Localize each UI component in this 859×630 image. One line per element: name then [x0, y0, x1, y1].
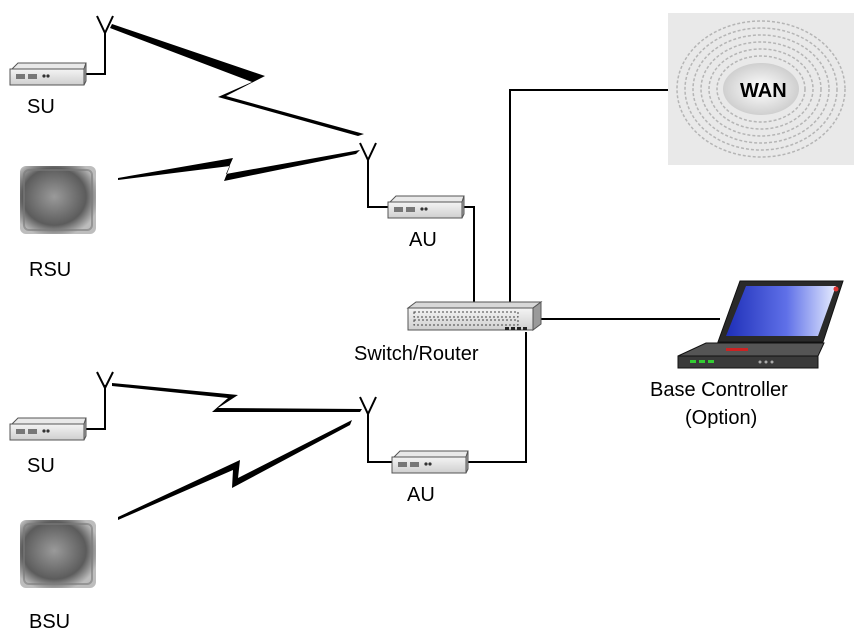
outdoor-unit-icon — [20, 520, 96, 588]
wan-label: WAN — [740, 80, 787, 102]
rsu-label: RSU — [29, 259, 71, 281]
wireless-links — [110, 24, 364, 520]
su-bottom-label: SU — [27, 455, 55, 477]
link-switch-au-bottom — [468, 332, 527, 463]
au-bottom-unit — [391, 450, 469, 474]
rsu-unit — [20, 166, 96, 234]
feed-au-bottom — [367, 412, 392, 463]
radio-unit-icon — [387, 195, 465, 219]
au-bottom-label: AU — [407, 484, 435, 506]
lightning-link-icon — [110, 24, 364, 136]
outdoor-unit-icon — [20, 166, 96, 234]
antennas — [96, 15, 377, 417]
laptop-icon — [677, 280, 844, 369]
radio-unit-icon — [391, 450, 469, 474]
base-controller-label: Base Controller — [650, 379, 788, 401]
switch-router-icon — [406, 301, 543, 331]
au-top-unit — [387, 195, 465, 219]
antenna-icon — [96, 15, 114, 36]
bsu-label: BSU — [29, 611, 70, 630]
radio-unit-icon — [9, 62, 87, 86]
su-bottom-unit — [9, 417, 87, 441]
antenna-icon — [359, 142, 377, 163]
link-switch-wan — [509, 89, 680, 305]
switch-router-label: Switch/Router — [354, 343, 479, 365]
radio-unit-icon — [9, 417, 87, 441]
feed-su-bottom — [85, 385, 106, 430]
su-top-label: SU — [27, 96, 55, 118]
switch-router — [406, 301, 543, 331]
lightning-link-icon — [112, 383, 362, 412]
wired-links — [84, 33, 720, 463]
lightning-link-icon — [118, 420, 352, 520]
labels: SU RSU AU Switch/Router SU AU BSU WAN Ba… — [27, 80, 788, 630]
link-au-top-switch — [461, 206, 475, 305]
su-top-unit — [9, 62, 87, 86]
feed-su-top — [84, 33, 106, 75]
wan-cloud — [668, 13, 854, 165]
feed-au-top — [367, 160, 388, 208]
antenna-icon — [359, 396, 377, 417]
bsu-unit — [20, 520, 96, 588]
antenna-icon — [96, 371, 114, 391]
au-top-label: AU — [409, 229, 437, 251]
lightning-link-icon — [118, 150, 360, 181]
base-controller-laptop — [677, 280, 844, 369]
base-controller-option-label: (Option) — [685, 407, 757, 429]
